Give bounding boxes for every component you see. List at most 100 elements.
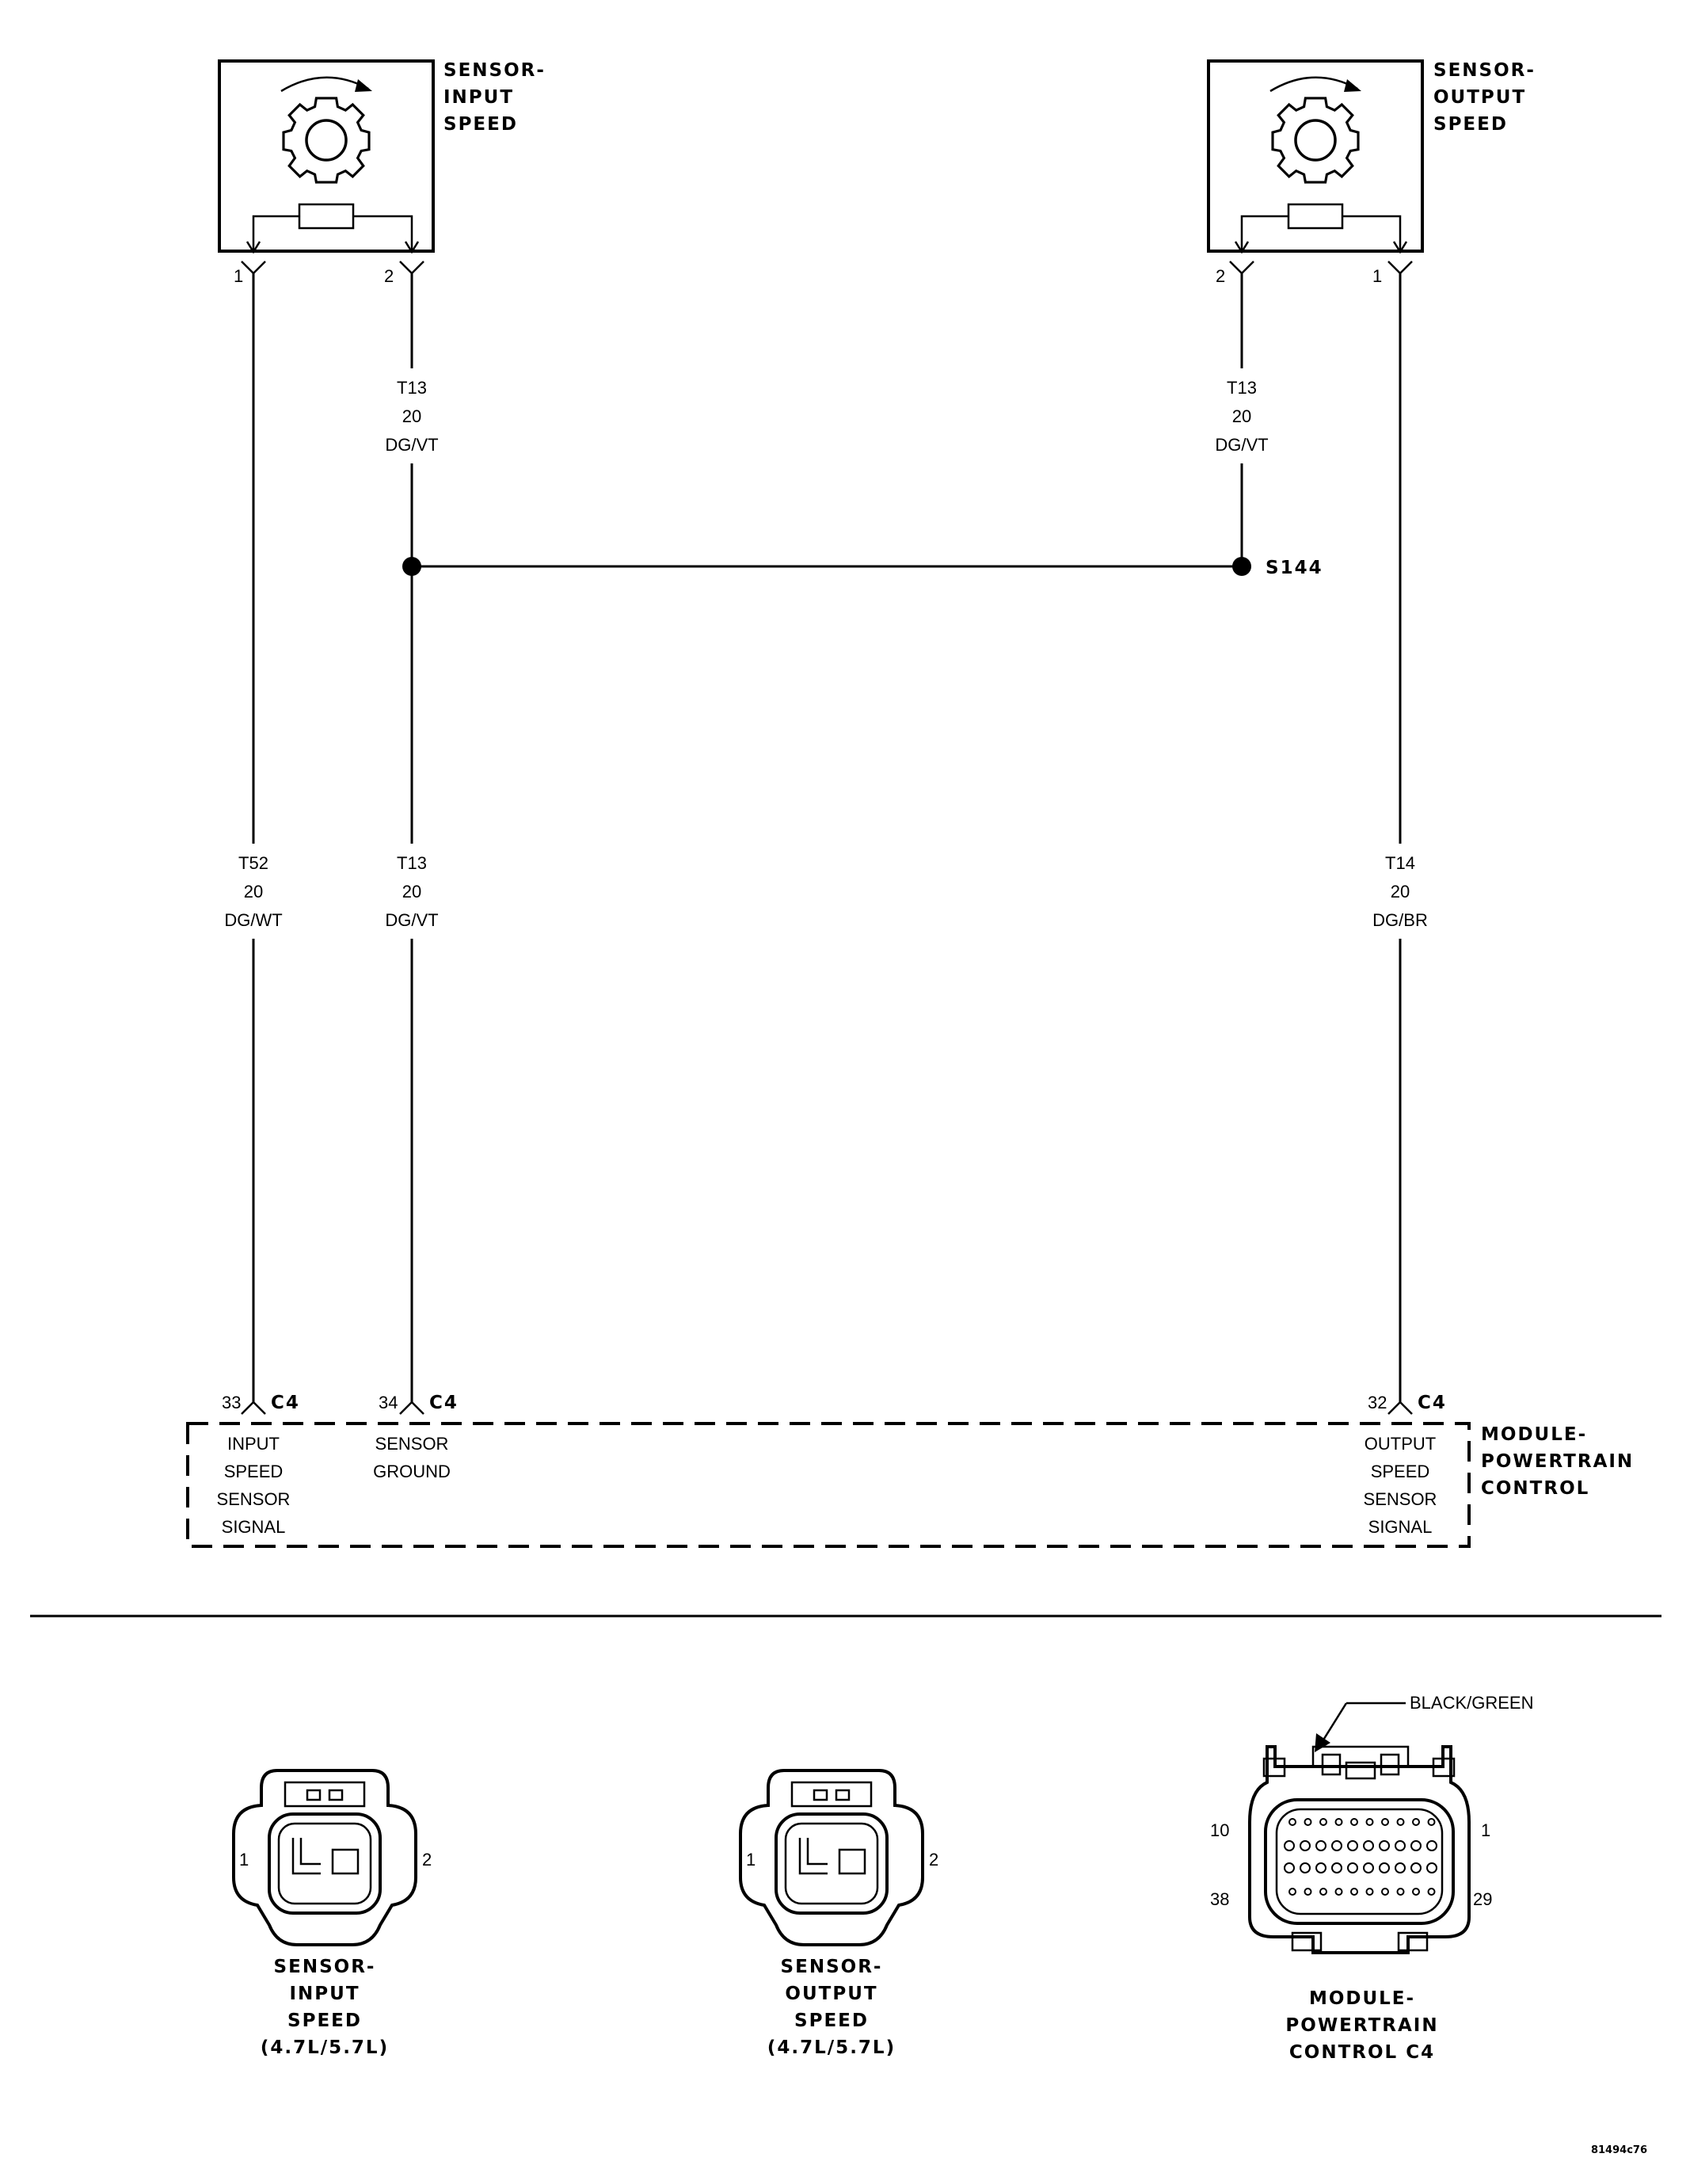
wires: S144 [252,273,1402,1402]
output-sensor-name-line2: OUTPUT [1433,87,1526,108]
pin-1-cavity [798,1838,828,1875]
pin-cavity [1300,1840,1311,1851]
pin-cavity [1315,1840,1326,1851]
pcm-pin34-terminal [399,1401,424,1415]
pcm-pin34-function-2: GROUND [373,1462,451,1481]
connector-face [775,1812,889,1915]
pin-cavity [1288,1888,1296,1896]
pin-cavity [1284,1862,1295,1873]
connector-inner [277,1822,372,1905]
splice-dot-s144 [1232,557,1251,576]
pin-cavity [1284,1840,1295,1851]
wire-t14-gauge: 20 [1391,882,1410,901]
pin-cavity [1379,1862,1390,1873]
pin-cavity [1410,1840,1422,1851]
pcm-pin33-number: 33 [222,1393,241,1412]
wire-upper-left-gauge: 20 [402,406,421,426]
pin-cavity [1426,1862,1437,1873]
output-sensor-name-line1: SENSOR- [1433,60,1536,81]
wire-labels-upper: T13 20 DG/VT T13 20 DG/VT [385,378,1268,455]
pin-cavity [1427,1818,1436,1826]
pcm-connector-latch [1311,1745,1410,1768]
pcm-connector-face [1264,1798,1455,1925]
pcm-pin-1-label: 1 [1481,1820,1490,1840]
caption-pcm-line3: CONTROL C4 [1289,2042,1435,2063]
connector-view-output-pin-left: 1 [746,1850,756,1870]
pcm-pin-10-label: 10 [1210,1820,1229,1840]
pin-cavity [1331,1862,1342,1873]
resistor-icon [1287,203,1344,230]
wire-t52-circuit: T52 [238,853,268,873]
pin-2-cavity [838,1848,866,1875]
latch-slot [328,1789,344,1801]
caption-output-line1: SENSOR- [781,1957,883,1977]
output-sensor-pin1-label: 1 [1372,266,1382,286]
pin-cavity [1365,1818,1374,1826]
pin-cavity [1334,1818,1343,1826]
resistor-icon [298,203,355,230]
pcm-pin33-function-3: SENSOR [217,1489,291,1509]
wire-upper-right-gauge: 20 [1232,406,1251,426]
input-sensor-pin2-terminal [399,261,424,275]
input-speed-sensor: 1 2 SENSOR- INPUT SPEED [218,59,546,286]
pin-cavity [1350,1818,1358,1826]
pcm-module: 33 C4 34 C4 32 C4 INPUT SPEED SENSOR SIG… [186,1393,1634,1548]
splice-label: S144 [1266,558,1323,578]
pin-cavity [1396,1818,1405,1826]
pcm-pin32-function-3: SENSOR [1364,1489,1437,1509]
pcm-side-tab [1262,1757,1286,1778]
pin-cavity [1319,1818,1327,1826]
output-sensor-name-line3: SPEED [1433,114,1508,135]
pin-1-cavity [806,1838,828,1866]
pin-2-cavity [331,1848,360,1875]
connector-latch [284,1781,366,1808]
caption-output-line3: SPEED [794,2011,869,2031]
wire-t52-color: DG/WT [224,910,282,930]
wire-t52-gauge: 20 [244,882,263,901]
rotation-arrow-icon [280,76,369,93]
caption-output-line4: (4.7L/5.7L) [767,2037,896,2058]
connector-view-input-caption: SENSOR- INPUT SPEED (4.7L/5.7L) [261,1957,387,2058]
callout-arrow-icon [1315,1733,1330,1752]
pcm-bottom-tab [1397,1931,1429,1952]
wire-t14-circuit: T14 [1385,853,1415,873]
pin-cavity [1363,1862,1374,1873]
pin-cavity [1381,1888,1389,1896]
pcm-pin33-terminal [241,1401,266,1415]
output-sensor-pin2-terminal [1229,261,1254,275]
pin-cavity [1347,1840,1358,1851]
pin-1-cavity [291,1838,321,1875]
connector-shell [739,1769,924,1946]
caption-pcm-line2: POWERTRAIN [1285,2015,1438,2036]
caption-input-line1: SENSOR- [274,1957,376,1977]
rotation-arrow-icon [1269,76,1358,93]
wire-upper-left-circuit: T13 [397,378,427,398]
pcm-pin33-connector: C4 [271,1393,300,1413]
pcm-pin-grid [1284,1818,1437,1896]
pin-cavity [1350,1888,1358,1896]
pin-cavity [1395,1840,1406,1851]
wire-upper-right-color: DG/VT [1215,435,1268,455]
connector-face [268,1812,382,1915]
connector-view-input-pin-left: 1 [239,1850,249,1870]
pcm-name-line2: POWERTRAIN [1481,1451,1634,1472]
pcm-pin32-function-4: SIGNAL [1368,1517,1433,1537]
connector-view-output-pin-right: 2 [929,1850,938,1870]
connector-view-output: 1 2 [739,1769,938,1946]
wire-t13-circuit: T13 [397,853,427,873]
pcm-pin34-number: 34 [379,1393,398,1412]
pcm-bottom-tab [1291,1931,1323,1952]
rotation-arrowhead-icon [1344,79,1361,92]
input-sensor-name-line2: INPUT [443,87,514,108]
pin-cavity [1347,1862,1358,1873]
figure-id: 81494c76 [1591,2144,1647,2156]
input-sensor-name-line1: SENSOR- [443,60,546,81]
pin-cavity [1412,1818,1420,1826]
wire-upper-right-circuit: T13 [1227,378,1257,398]
pin-cavity [1426,1840,1437,1851]
pcm-boundary [186,1422,1471,1548]
pcm-name-line3: CONTROL [1481,1478,1589,1499]
pcm-connector-shell [1248,1745,1471,1954]
input-sensor-pin1-label: 1 [234,266,243,286]
